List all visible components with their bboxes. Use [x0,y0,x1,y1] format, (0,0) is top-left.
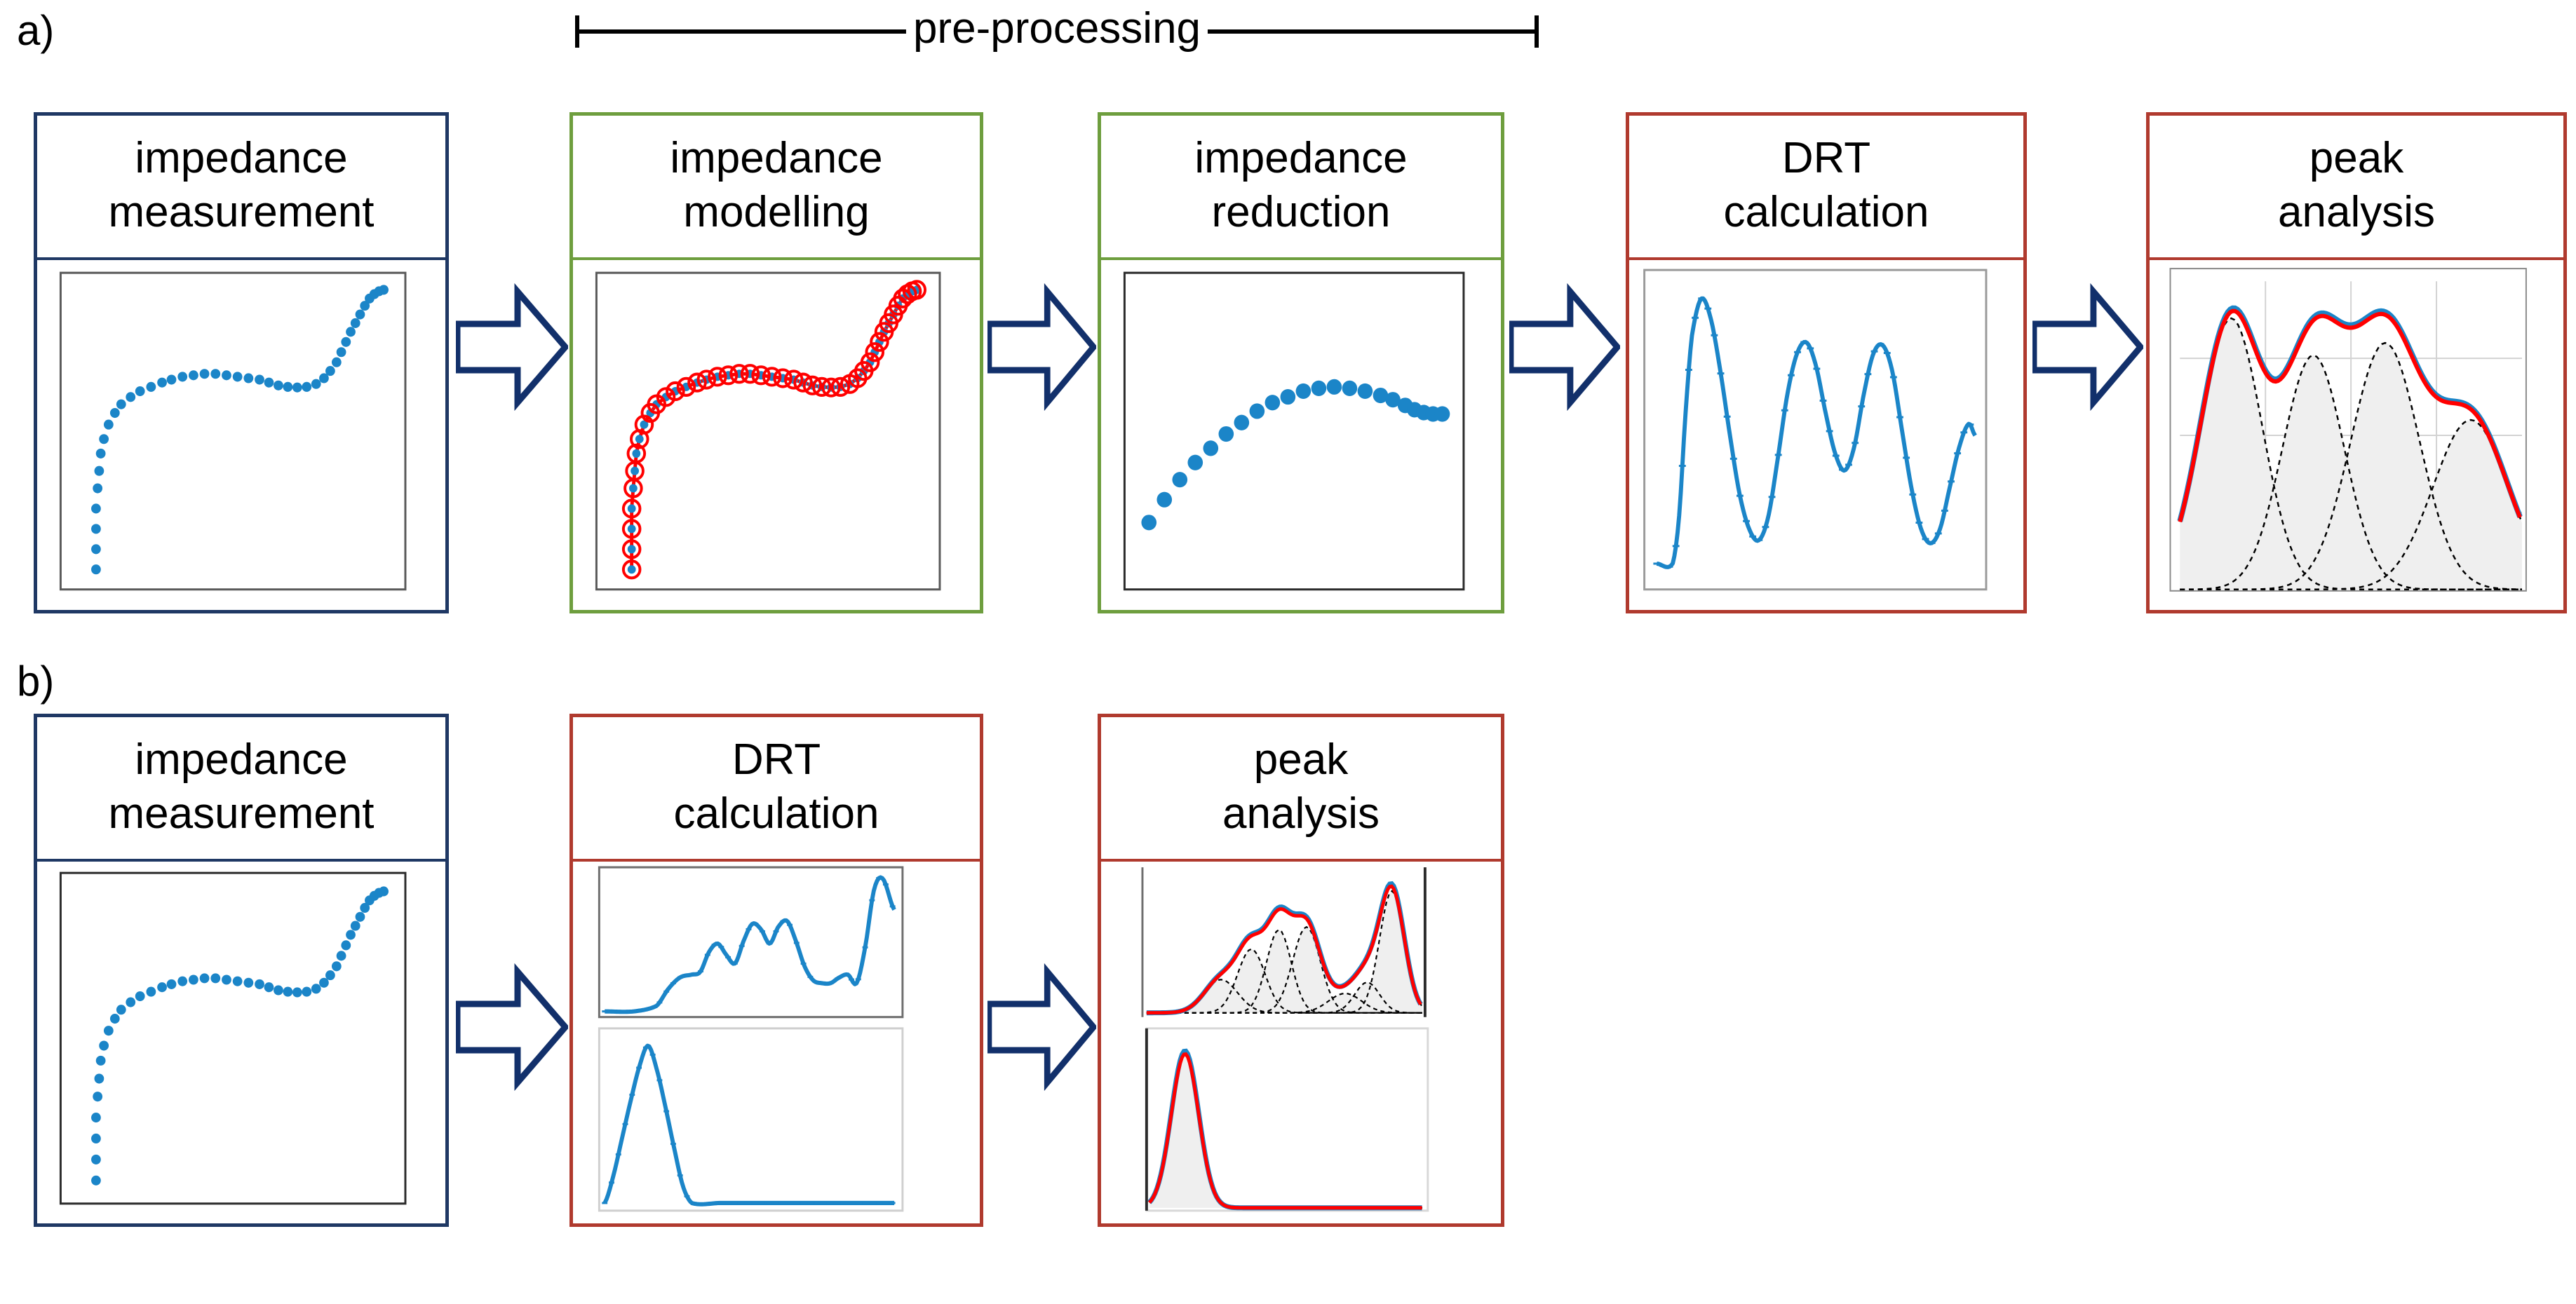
box-title-a2: impedance modelling [573,116,980,260]
box-title-line1: impedance [135,735,348,784]
box-title-line2: analysis [1222,789,1380,838]
bracket-label: pre-processing [905,7,1208,50]
box-title-line1: peak [2309,133,2404,182]
box-title-a5: peak analysis [2150,116,2563,260]
right-arrow-icon [987,963,1096,1092]
box-title-line1: impedance [670,133,883,182]
row-label-a: a) [17,7,55,54]
box-plot-a2 [573,260,980,610]
box-title-line1: impedance [135,133,348,182]
process-box-drt-calculation-a[interactable]: DRT calculation [1626,112,2027,613]
box-title-a1: impedance measurement [37,116,445,260]
box-title-b2: DRT calculation [573,717,980,862]
process-box-impedance-measurement-a[interactable]: impedance measurement [34,112,449,613]
flow-arrow-a4-a5 [2032,280,2143,414]
flow-arrow-b2-b3 [987,960,1096,1094]
box-title-line1: impedance [1194,133,1408,182]
flow-arrow-b1-b2 [456,960,568,1094]
box-title-a3: impedance reduction [1101,116,1501,260]
right-arrow-icon [456,963,568,1092]
box-plot-b1 [37,862,445,1223]
nyquist-reduced-chart [1123,271,1465,591]
box-title-line2: measurement [108,789,375,838]
box-plot-b3 [1101,862,1501,1223]
process-box-drt-calculation-b[interactable]: DRT calculation [569,714,983,1227]
box-title-line2: modelling [683,188,870,236]
box-title-b1: impedance measurement [37,717,445,862]
box-title-line2: measurement [108,188,375,236]
box-title-line1: peak [1253,735,1349,784]
right-arrow-icon [1509,283,1620,412]
box-title-line2: analysis [2278,188,2435,236]
right-arrow-icon [456,283,568,412]
right-arrow-icon [2032,283,2143,412]
nyquist-scatter-chart [59,871,407,1205]
box-plot-a5 [2150,260,2563,610]
right-arrow-icon [987,283,1096,412]
box-plot-a4 [1629,260,2023,610]
nyquist-fit-chart [595,271,941,591]
pre-processing-bracket: pre-processing [575,7,1539,57]
box-title-line2: reduction [1211,188,1391,236]
process-box-impedance-reduction[interactable]: impedance reduction [1098,112,1504,613]
box-title-a4: DRT calculation [1629,116,2023,260]
row-label-b: b) [17,658,55,705]
box-plot-a1 [37,260,445,610]
peak-analysis-chart [2169,268,2527,592]
box-title-line2: calculation [1723,188,1929,236]
process-box-impedance-modelling[interactable]: impedance modelling [569,112,983,613]
process-box-impedance-measurement-b[interactable]: impedance measurement [34,714,449,1227]
box-title-line2: calculation [673,789,879,838]
drt-dual-panel-chart [598,866,904,1212]
drt-line-chart [1643,269,1988,591]
peak-analysis-dual-chart [1141,867,1429,1212]
box-title-line1: DRT [731,735,821,784]
flow-arrow-a1-a2 [456,280,568,414]
box-title-line1: DRT [1781,133,1871,182]
box-plot-a3 [1101,260,1501,610]
flow-arrow-a3-a4 [1509,280,1620,414]
flow-arrow-a2-a3 [987,280,1096,414]
box-plot-b2 [573,862,980,1223]
nyquist-scatter-chart [59,271,407,591]
box-title-b3: peak analysis [1101,717,1501,862]
process-box-peak-analysis-b[interactable]: peak analysis [1098,714,1504,1227]
process-box-peak-analysis-a[interactable]: peak analysis [2146,112,2567,613]
